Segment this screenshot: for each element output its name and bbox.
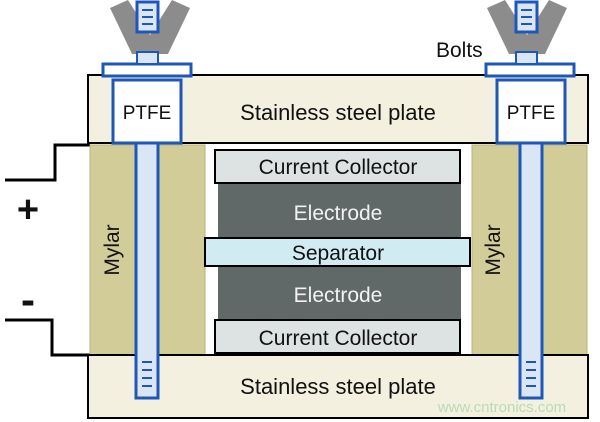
bolt-collar-left [136, 51, 159, 65]
positive-terminal-label: + [17, 189, 39, 231]
ptfe-right-label: PTFE [507, 103, 556, 124]
positive-terminal-wire [5, 143, 90, 182]
bolt-collar-right [515, 51, 538, 65]
electrode-top [218, 180, 461, 242]
negative-terminal-wire [5, 318, 90, 357]
stainless-plate-bottom [87, 354, 589, 419]
current-collector-bottom [214, 319, 461, 354]
electrode-top-label: Electrode [294, 202, 383, 225]
bolt-washer-left [101, 62, 193, 78]
separator-label: Separator [292, 242, 384, 265]
wing-nut-right-icon [487, 0, 567, 54]
bolt-shaft-right [518, 141, 544, 400]
bolt-washer-right [484, 62, 576, 78]
bolt-shaft-left [134, 141, 160, 400]
current-collector-bottom-label: Current Collector [259, 327, 418, 350]
bolts-label: Bolts [436, 39, 483, 62]
bolt-thread-right [526, 361, 536, 387]
wing-nut-left-icon [110, 0, 190, 54]
mylar-right-label: Mylar [482, 224, 505, 275]
watermark-text: www.cntronics.com [437, 399, 566, 416]
electrode-bottom [218, 260, 461, 322]
bolt-thread-left [142, 361, 152, 387]
ptfe-bushing-left [111, 78, 183, 145]
electrode-bottom-label: Electrode [294, 284, 383, 307]
negative-terminal-label: - [21, 276, 35, 323]
bottom-plate-label: Stainless steel plate [240, 374, 436, 399]
current-collector-top [214, 149, 461, 184]
current-collector-top-label: Current Collector [259, 156, 418, 179]
top-plate-label: Stainless steel plate [240, 100, 436, 125]
separator-layer [204, 237, 471, 267]
mylar-left-label: Mylar [101, 224, 124, 275]
ptfe-left-label: PTFE [123, 103, 172, 124]
